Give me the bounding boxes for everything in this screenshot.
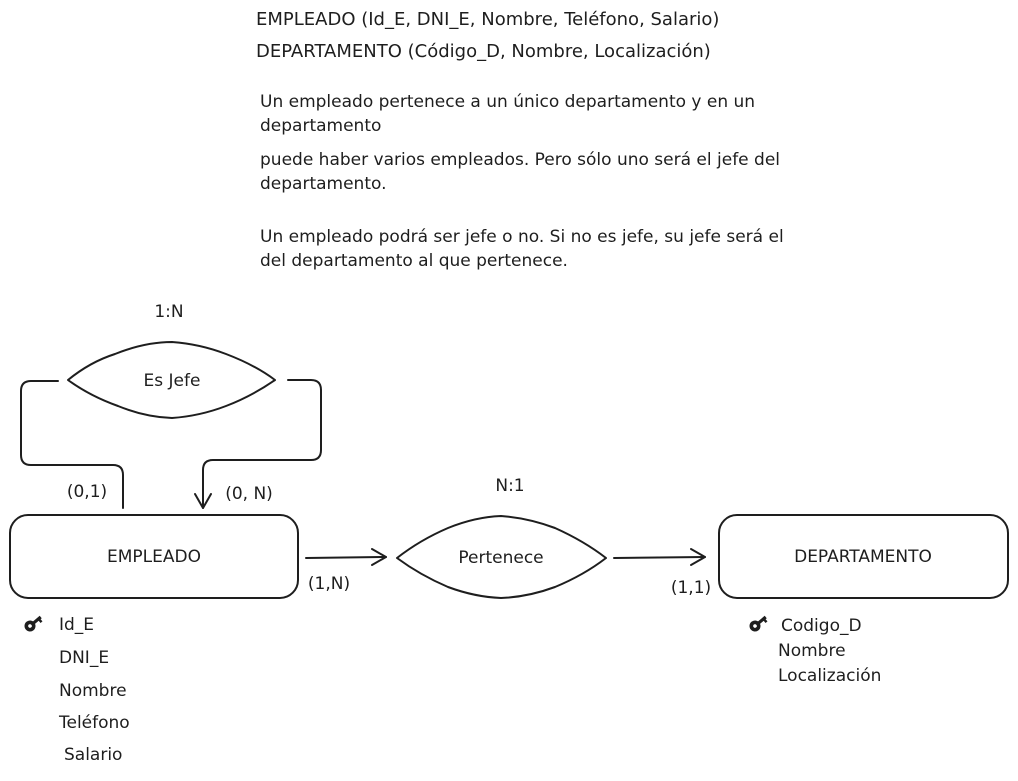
empleado-attribute: DNI_E: [59, 648, 110, 668]
departamento-attribute-primary-key: Codigo_D: [781, 616, 862, 636]
es-jefe-left-line: [20, 380, 124, 509]
empleado-attribute: Salario: [64, 745, 123, 765]
description-p2-line1: puede haber varios empleados. Pero sólo …: [260, 150, 781, 170]
es-jefe-right-arrow: [202, 379, 322, 509]
description-p1-line1: Un empleado pertenece a un único departa…: [260, 92, 756, 112]
departamento-entity-label: DEPARTAMENTO: [794, 547, 932, 567]
es-jefe-cardinality: 1:N: [154, 302, 184, 322]
empleado-entity-label: EMPLEADO: [107, 547, 201, 567]
empleado-attribute-primary-key: Id_E: [59, 615, 95, 635]
departamento-attribute: Localización: [778, 666, 882, 686]
key-icon: [749, 615, 768, 632]
es-jefe-right-participation: (0, N): [225, 484, 273, 504]
key-icon: [24, 615, 43, 632]
description-p3-line2: del departamento al que pertenece.: [260, 251, 568, 271]
description-p2-line2: departamento.: [260, 174, 387, 194]
pertenece-label: Pertenece: [458, 548, 544, 568]
es-jefe-left-participation: (0,1): [66, 482, 108, 502]
description-p1-line2: departamento: [260, 116, 382, 136]
pertenece-right-participation: (1,1): [670, 578, 712, 598]
pertenece-cardinality: N:1: [495, 476, 525, 496]
schema-empleado: EMPLEADO (Id_E, DNI_E, Nombre, Teléfono,…: [256, 9, 720, 30]
empleado-attribute: Nombre: [59, 681, 127, 701]
es-jefe-arrowhead: [194, 493, 212, 509]
pertenece-left-participation: (1,N): [307, 574, 351, 594]
es-jefe-label: Es Jefe: [143, 371, 201, 391]
empleado-entity-box: [9, 514, 299, 599]
schema-departamento: DEPARTAMENTO (Código_D, Nombre, Localiza…: [256, 41, 711, 62]
departamento-entity-box: [718, 514, 1009, 599]
empleado-to-pertenece-arrow: [305, 556, 387, 559]
description-p3-line1: Un empleado podrá ser jefe o no. Si no e…: [260, 227, 784, 247]
departamento-attribute: Nombre: [778, 641, 846, 661]
es-jefe-diamond: [67, 341, 276, 419]
pertenece-to-departamento-arrow: [613, 556, 706, 559]
pertenece-diamond: [396, 515, 607, 599]
empleado-attribute: Teléfono: [59, 713, 130, 733]
